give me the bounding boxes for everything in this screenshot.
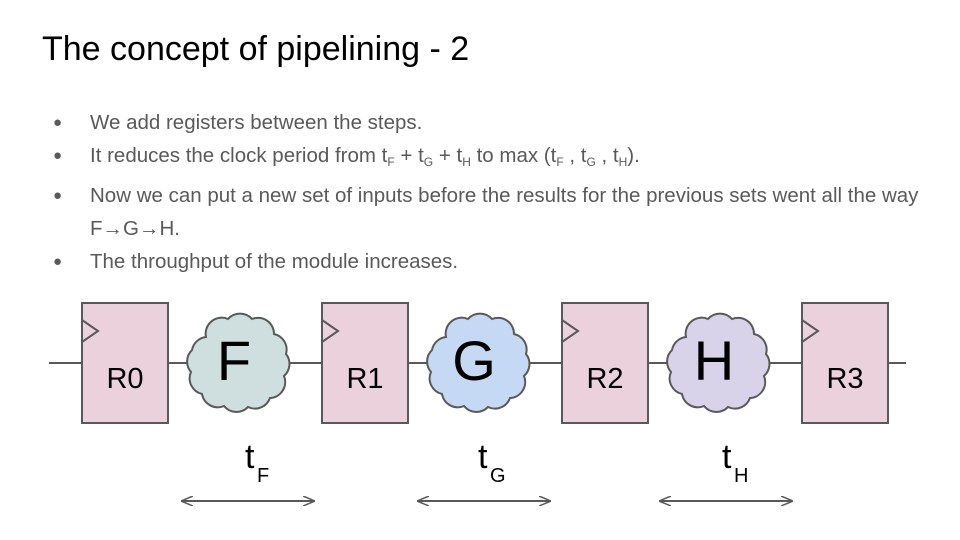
stage-h-cloud: H xyxy=(666,312,771,413)
time-label-subscript: H xyxy=(734,465,748,487)
register-box xyxy=(81,302,169,424)
bullet-text: It reduces the clock period from tF + tG… xyxy=(90,144,640,169)
bullet-item: ● We add registers between the steps. xyxy=(50,106,930,139)
register-r1: R1 xyxy=(321,302,409,424)
time-label-f: t F xyxy=(245,438,269,487)
register-r3: R3 xyxy=(801,302,889,424)
register-label: R1 xyxy=(346,363,383,395)
register-box xyxy=(801,302,889,424)
clock-triangle-icon xyxy=(81,319,100,343)
bullet-text: Now we can put a new set of inputs befor… xyxy=(90,184,919,240)
register-label: R3 xyxy=(826,363,863,395)
stage-g-cloud: G xyxy=(426,312,531,413)
time-label-subscript: G xyxy=(490,465,506,487)
register-r0: R0 xyxy=(81,302,169,424)
slide-title: The concept of pipelining - 2 xyxy=(42,30,470,68)
stage-label: F xyxy=(217,329,251,392)
bullet-marker: ● xyxy=(53,253,63,270)
bullet-text: We add registers between the steps. xyxy=(90,111,423,134)
stage-label: H xyxy=(694,329,734,392)
bullet-text: The throughput of the module increases. xyxy=(90,250,459,273)
bullet-marker: ● xyxy=(53,147,63,164)
time-label-subscript: F xyxy=(257,465,269,487)
time-label-g: t G xyxy=(478,438,506,487)
clock-triangle-icon xyxy=(321,319,340,343)
stage-f-cloud: F xyxy=(186,312,291,413)
clock-triangle-icon xyxy=(561,319,580,343)
time-label-h: t H xyxy=(722,438,748,487)
stage-label: G xyxy=(452,329,496,392)
time-label-base: t xyxy=(722,438,732,476)
bullet-list: ● We add registers between the steps. ● … xyxy=(50,106,930,278)
bullet-item: ● It reduces the clock period from tF + … xyxy=(50,139,930,179)
register-r2: R2 xyxy=(561,302,649,424)
register-label: R2 xyxy=(586,363,623,395)
time-label-base: t xyxy=(245,438,255,476)
register-box xyxy=(321,302,409,424)
register-box xyxy=(561,302,649,424)
register-label: R0 xyxy=(106,363,143,395)
bullet-item: ● Now we can put a new set of inputs bef… xyxy=(50,179,930,245)
clock-triangle-icon xyxy=(801,319,820,343)
bullet-marker: ● xyxy=(53,187,63,204)
time-label-base: t xyxy=(478,438,488,476)
bullet-marker: ● xyxy=(53,114,63,131)
bullet-item: ● The throughput of the module increases… xyxy=(50,245,930,278)
